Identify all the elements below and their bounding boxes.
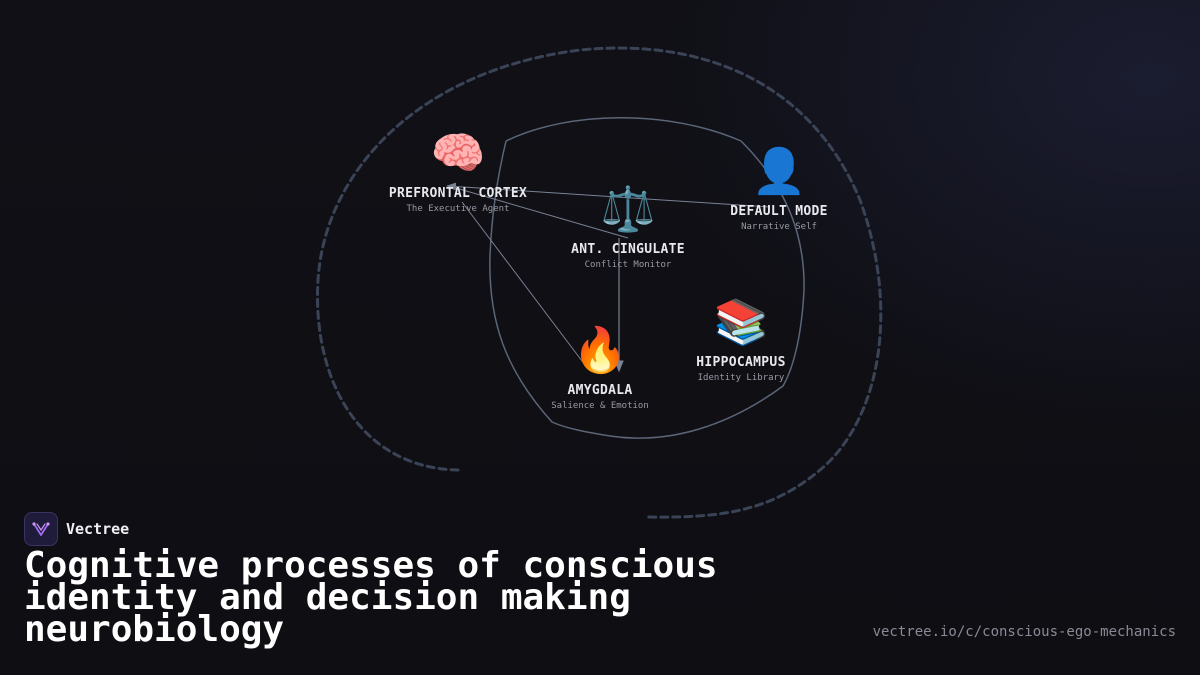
- node-subtitle: The Executive Agent: [406, 204, 510, 214]
- node-subtitle: Narrative Self: [741, 222, 817, 232]
- person-silhouette-icon: 👤: [751, 146, 807, 197]
- node-title: AMYGDALA: [567, 383, 633, 398]
- inner-solid-loop: [489, 117, 805, 439]
- fire-icon: 🔥: [572, 325, 628, 376]
- connector-default-mode-to-prefrontal: [446, 182, 771, 208]
- node-title: ANT. CINGULATE: [571, 242, 685, 257]
- node-hippocampus: 📚 HIPPOCAMPUS Identity Library: [696, 297, 786, 384]
- node-default-mode: 👤 DEFAULT MODE Narrative Self: [730, 146, 828, 233]
- outer-dashed-loop: [315, 46, 883, 519]
- scales-icon: ⚖️: [600, 184, 656, 235]
- node-subtitle: Identity Library: [697, 373, 785, 383]
- vectree-logo-icon: [24, 512, 58, 546]
- node-amygdala: 🔥 AMYGDALA Salience & Emotion: [551, 325, 649, 412]
- brand-name: Vectree: [66, 520, 130, 538]
- node-anterior-cingulate: ⚖️ ANT. CINGULATE Conflict Monitor: [571, 184, 685, 271]
- node-subtitle: Salience & Emotion: [551, 401, 649, 411]
- node-title: PREFRONTAL CORTEX: [388, 186, 528, 201]
- brand: Vectree: [24, 512, 129, 546]
- source-url: vectree.io/c/conscious-ego-mechanics: [872, 624, 1176, 640]
- books-icon: 📚: [713, 297, 769, 348]
- page-title: Cognitive processes of conscious identit…: [24, 545, 718, 650]
- node-title: DEFAULT MODE: [730, 204, 828, 219]
- connector-cingulate-to-prefrontal: [455, 187, 629, 239]
- node-prefrontal-cortex: 🧠 PREFRONTAL CORTEX The Executive Agent: [388, 128, 528, 215]
- node-title: HIPPOCAMPUS: [696, 355, 786, 370]
- brain-icon: 🧠: [430, 128, 486, 179]
- connector-prefrontal-to-amygdala: [461, 201, 586, 366]
- node-subtitle: Conflict Monitor: [584, 260, 672, 270]
